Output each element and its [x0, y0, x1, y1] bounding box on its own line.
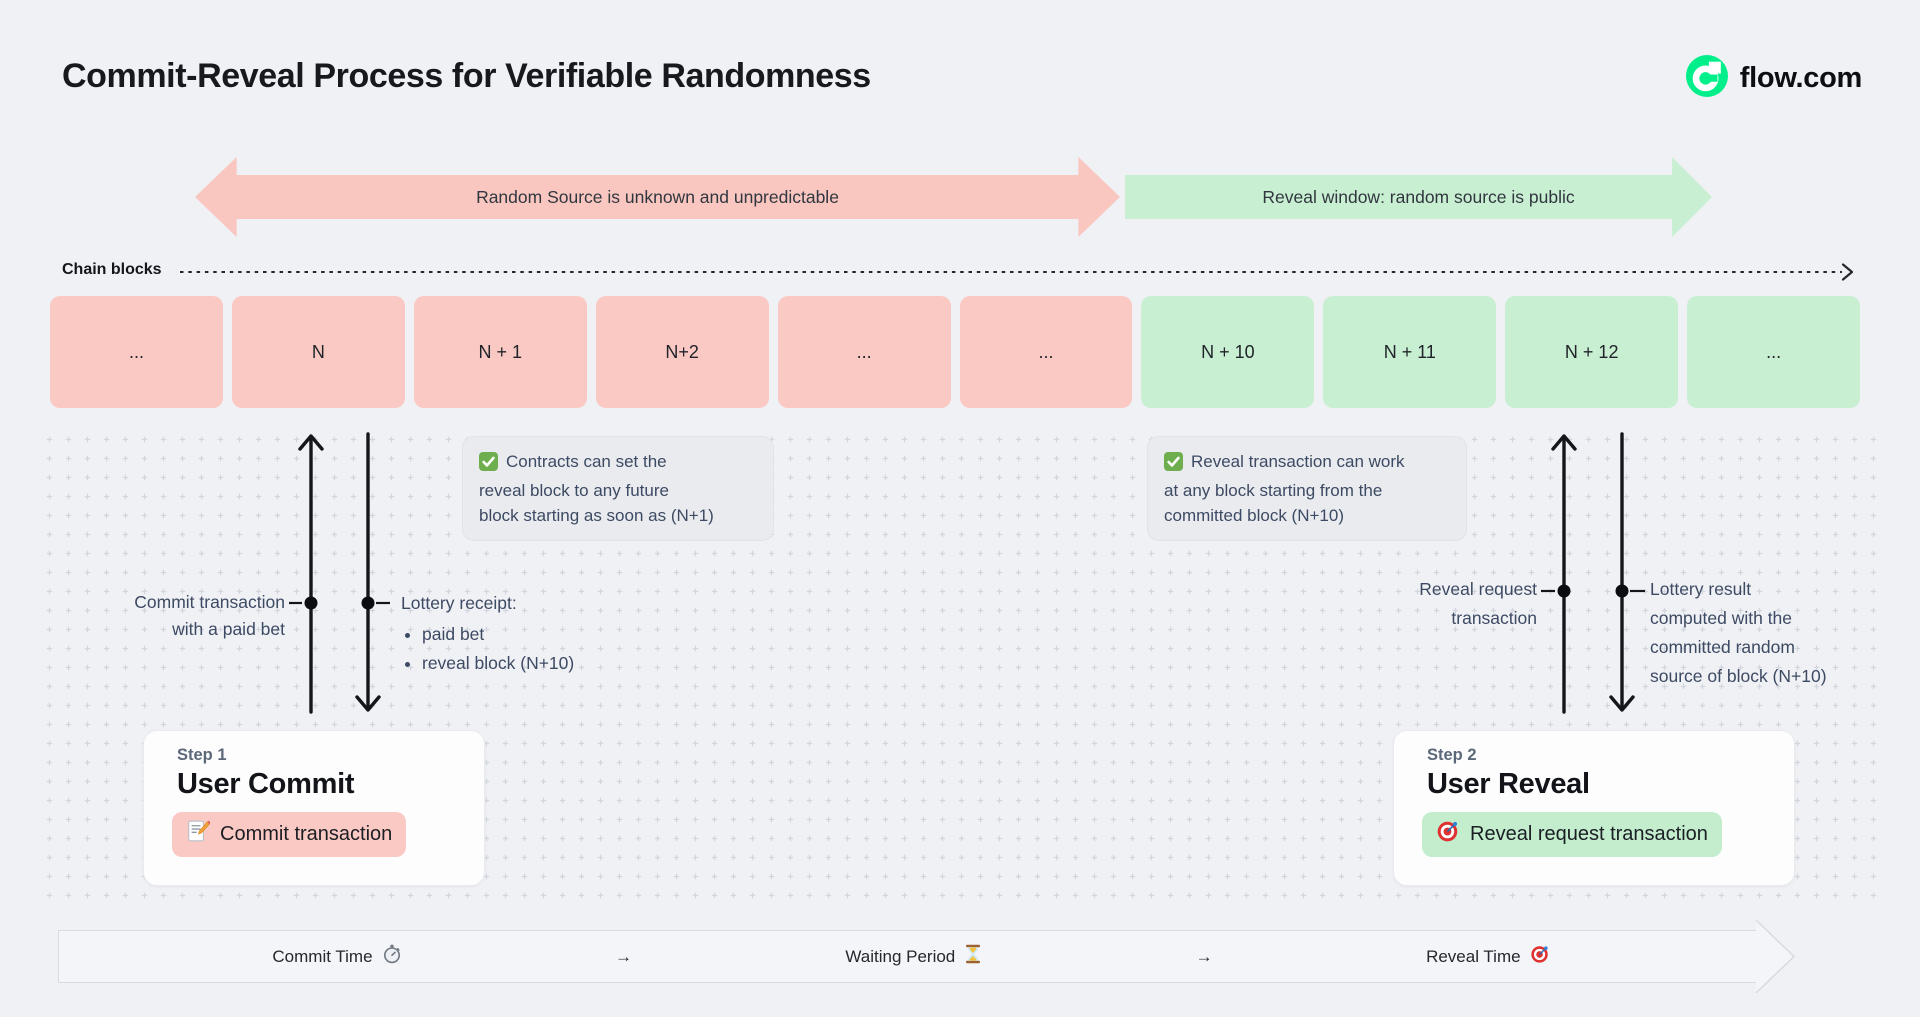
step-title: User Commit — [177, 768, 355, 800]
timeline-arrow: → — [1195, 946, 1213, 966]
chain-arrowhead-icon — [1841, 263, 1854, 281]
reveal-request-pill: Reveal request transaction — [1422, 812, 1722, 857]
reveal-phase-arrow: Reveal window: random source is public — [1125, 157, 1712, 237]
flow-logo-icon — [1685, 55, 1728, 102]
lottery-receipt-label: Lottery receipt: paid bet reveal block (… — [401, 590, 574, 678]
chain-block: ... — [959, 296, 1133, 408]
dart-icon — [1530, 944, 1550, 969]
chain-blocks-label: Chain blocks — [62, 261, 162, 278]
timeline-commit-time: Commit Time — [272, 944, 401, 969]
note-line: reveal block to any future — [479, 481, 669, 500]
chain-block: ... — [777, 296, 951, 408]
memo-icon — [186, 819, 211, 849]
commit-phase-arrow: Random Source is unknown and unpredictab… — [195, 157, 1120, 237]
hourglass-icon — [964, 944, 982, 969]
stopwatch-icon — [382, 944, 402, 969]
step-1-card: Step 1 User Commit Commit transaction — [143, 730, 485, 886]
chain-block: ... — [50, 296, 223, 408]
bullet-item: paid bet — [422, 620, 574, 649]
lottery-result-label: Lottery result computed with the committ… — [1650, 579, 1827, 686]
note-line: Contracts can set the — [506, 452, 667, 471]
page-title: Commit-Reveal Process for Verifiable Ran… — [62, 57, 871, 95]
chain-block: N — [231, 296, 405, 408]
commit-note: Contracts can set the reveal block to an… — [462, 436, 774, 541]
note-line: Reveal transaction can work — [1191, 452, 1405, 471]
timeline-arrow: → — [614, 946, 632, 966]
note-line: block starting as soon as (N+1) — [479, 506, 714, 525]
step-label: Step 1 — [177, 746, 227, 764]
pill-label: Reveal request transaction — [1470, 822, 1708, 845]
commit-transaction-label: Commit transaction with a paid bet — [134, 592, 285, 639]
step-2-card: Step 2 User Reveal Reveal request transa… — [1393, 730, 1795, 886]
note-line: committed block (N+10) — [1164, 506, 1344, 525]
commit-phase-label: Random Source is unknown and unpredictab… — [476, 186, 839, 207]
chain-block: N + 10 — [1141, 296, 1315, 408]
timeline-reveal-time: Reveal Time — [1426, 944, 1549, 969]
timeline-bar: Commit Time → Waiting Period — [58, 930, 1763, 983]
chain-block: ... — [1687, 296, 1861, 408]
note-line: at any block starting from the — [1164, 481, 1383, 500]
chain-block: N + 12 — [1505, 296, 1679, 408]
timeline-waiting-period: Waiting Period — [845, 944, 982, 969]
commit-transaction-pill: Commit transaction — [172, 812, 407, 857]
chain-block: N + 1 — [413, 296, 587, 408]
brand-name: flow.com — [1739, 62, 1863, 94]
reveal-phase-label: Reveal window: random source is public — [1262, 186, 1575, 207]
chain-block: N + 11 — [1323, 296, 1497, 408]
brand[interactable]: flow.com — [1685, 55, 1863, 102]
reveal-note: Reveal transaction can work at any block… — [1147, 436, 1467, 541]
reveal-request-label: Reveal request transaction — [1419, 579, 1537, 628]
step-label: Step 2 — [1427, 746, 1477, 764]
dart-icon — [1436, 819, 1460, 849]
check-icon — [1164, 452, 1183, 478]
bullet-item: reveal block (N+10) — [422, 649, 574, 678]
chain-blocks-row: ... N N + 1 N+2 ... ... N + 10 N + 11 N … — [50, 296, 1861, 408]
lottery-receipt-bullets: paid bet reveal block (N+10) — [401, 620, 574, 678]
chain-block: N+2 — [595, 296, 769, 408]
check-icon — [479, 452, 498, 478]
pill-label: Commit transaction — [220, 822, 393, 845]
step-title: User Reveal — [1427, 768, 1590, 800]
